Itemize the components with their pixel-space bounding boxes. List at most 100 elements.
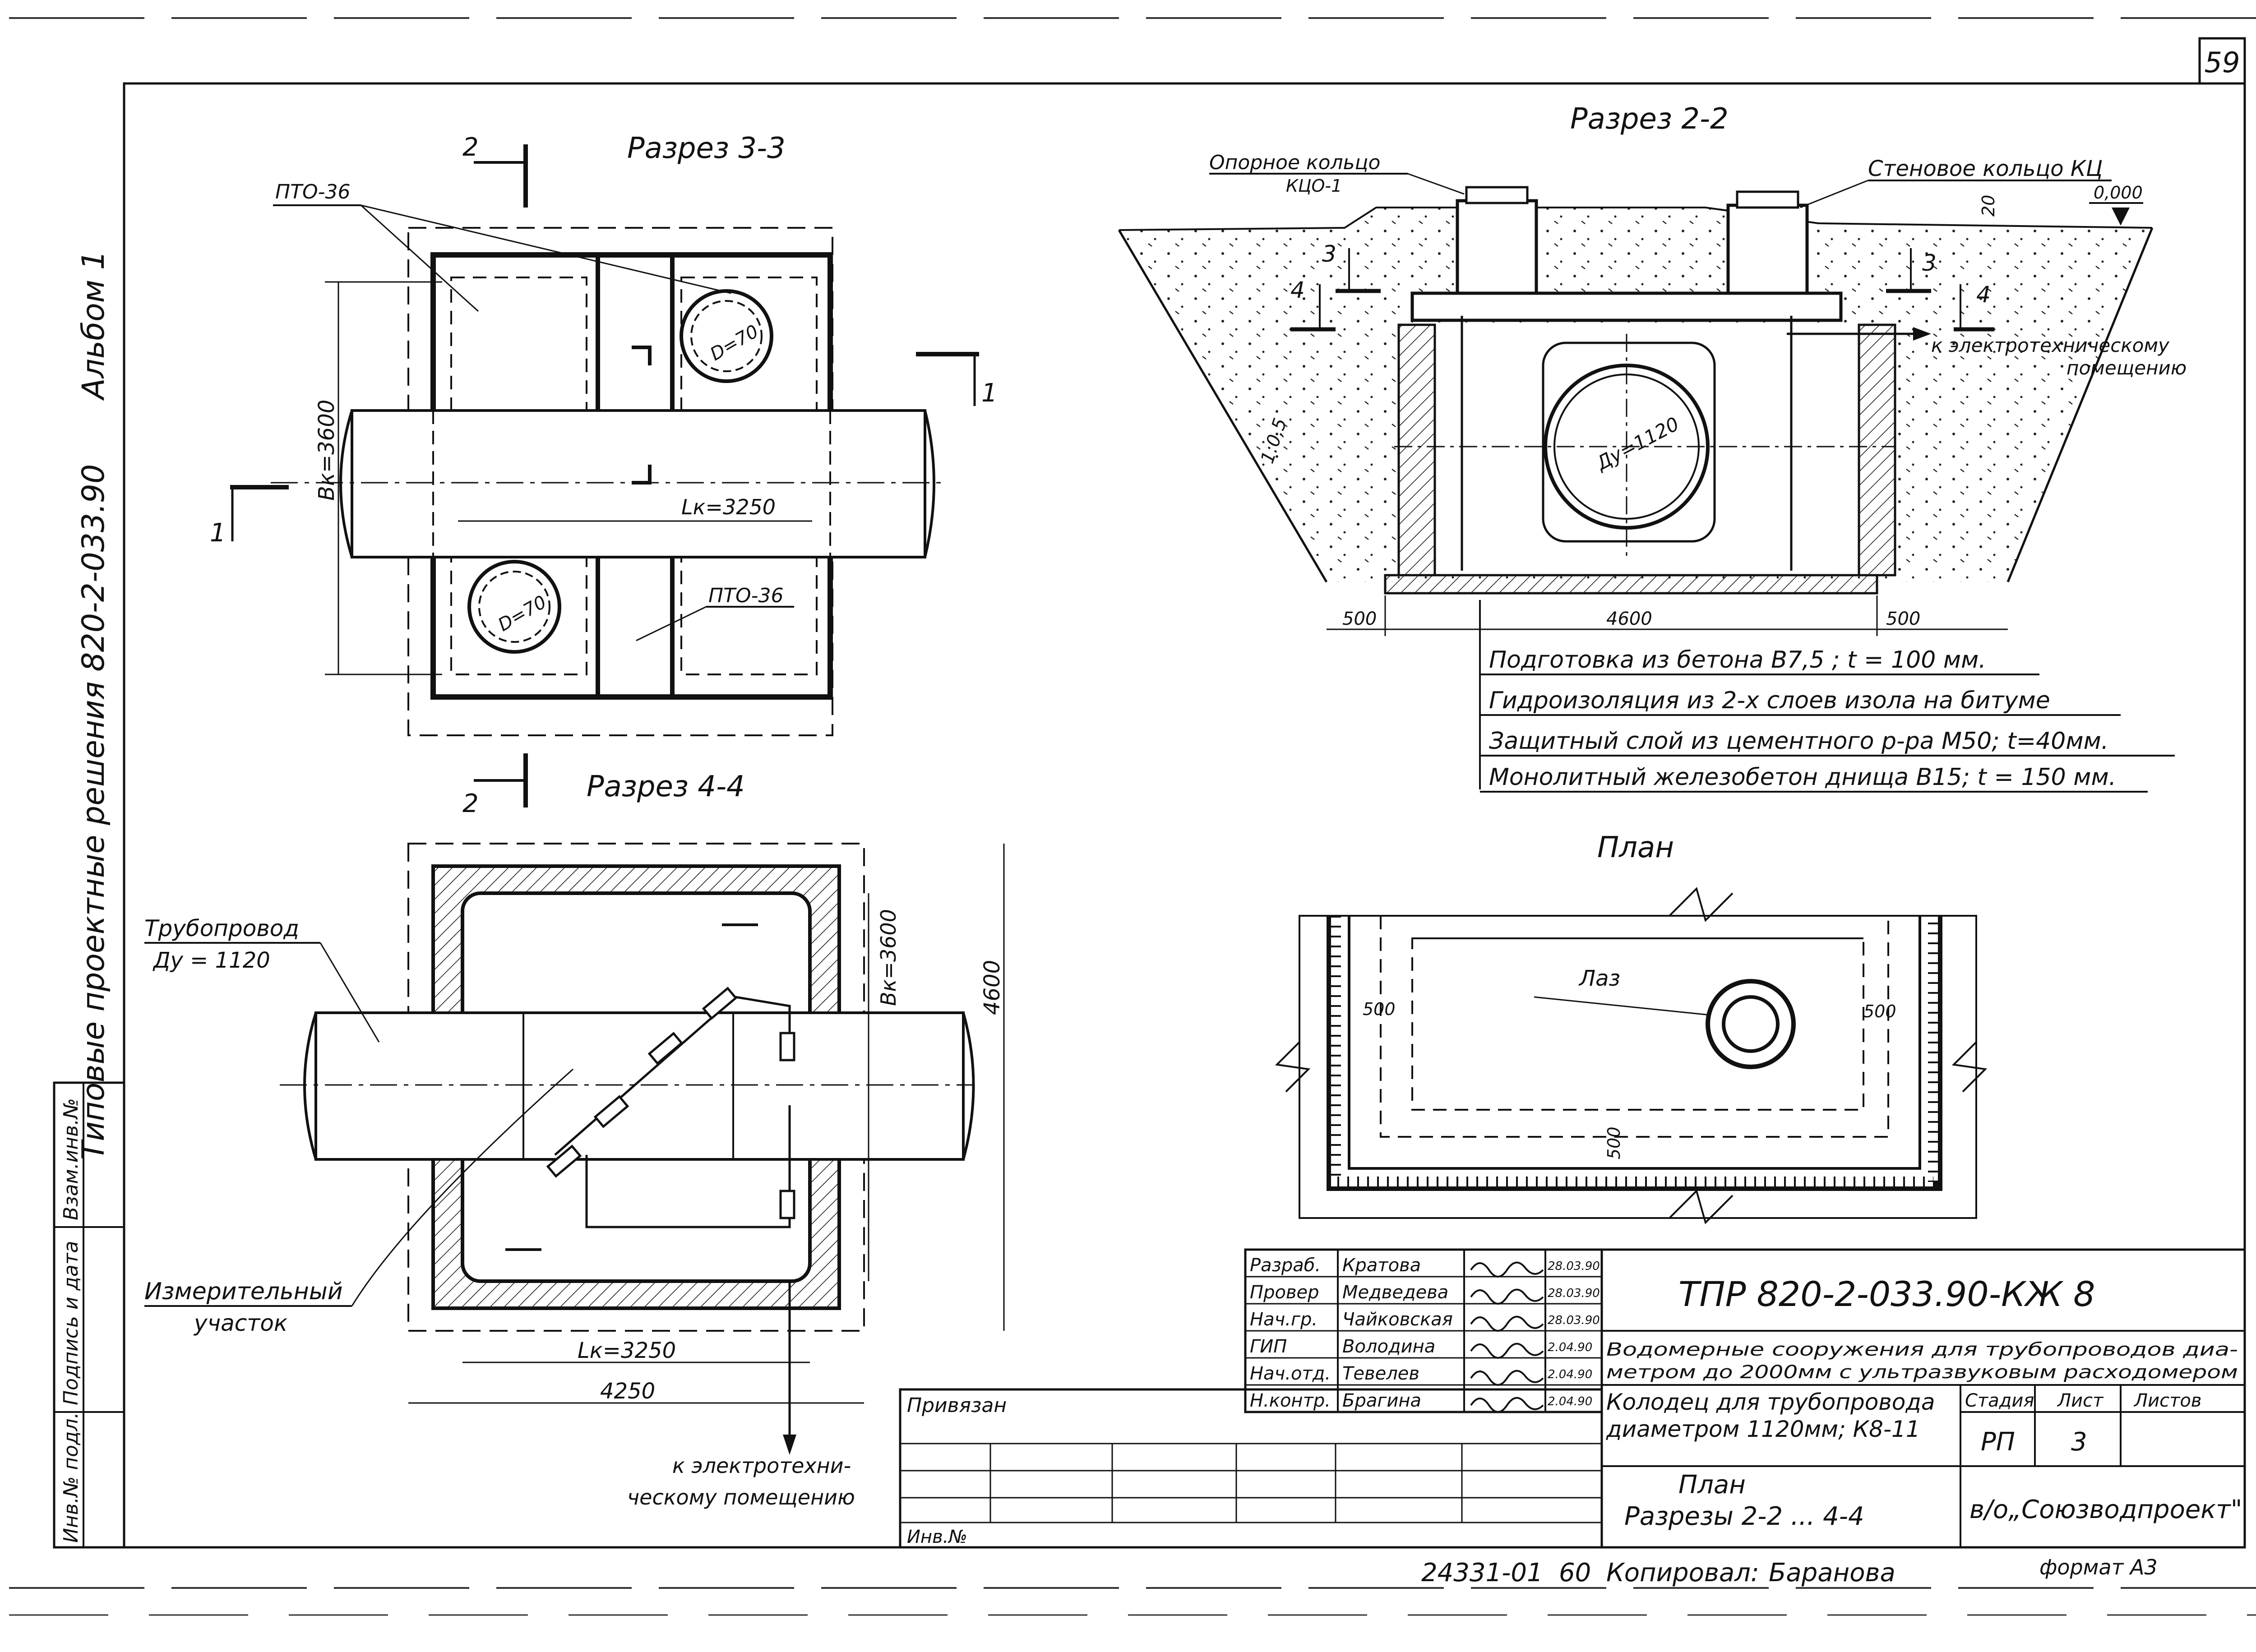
organization: в/о„Союзводпроект" (1969, 1495, 2242, 1524)
cut-4-right: 4 (1976, 281, 1991, 308)
plan-view: План Лаз 500 500 500 (1275, 831, 1988, 1224)
dim-4600: 4600 (1606, 609, 1652, 629)
to-electrical-room-line2: помещению (2066, 357, 2187, 379)
support-ring-code: КЦО-1 (1286, 176, 1342, 196)
cut-1-left: 1 (210, 518, 226, 548)
sheet-title-line1: Колодец для трубопровода (1606, 1389, 1935, 1415)
section-4-4-title: Разрез 4-4 (587, 770, 745, 803)
signature-3 (1470, 1343, 1544, 1359)
sheet-label: Лист (2057, 1390, 2104, 1411)
pipeline-label: Трубопровод (144, 915, 299, 941)
bound-label: Привязан (907, 1394, 1007, 1417)
note-4: Монолитный железобетон днища В15; t = 15… (1489, 764, 2116, 791)
stamp-sign: Подпись и дата (60, 1241, 83, 1405)
contents-line2: Разрезы 2-2 ... 4-4 (1624, 1502, 1864, 1531)
stage-value: РП (1981, 1427, 2015, 1457)
plan-dim-500-right: 500 (1863, 1001, 1896, 1021)
role-1: Провер (1250, 1282, 1319, 1303)
date-0: 28.03.90 (1548, 1260, 1600, 1273)
hatch-label: Лаз (1578, 966, 1620, 991)
project-title-line2: метром до 2000мм с ультразвуковым расход… (1606, 1362, 2238, 1383)
dim-500-left: 500 (1342, 609, 1377, 629)
wall-ring-label: Стеновое кольцо КЦ (1868, 156, 2103, 181)
plan-dim-500-left: 500 (1363, 999, 1396, 1019)
level-zero: 0,000 (2094, 183, 2143, 203)
signature-4 (1470, 1370, 1544, 1386)
name-0: Кратова (1342, 1255, 1421, 1276)
dim-4250: 4250 (600, 1379, 655, 1404)
sheets-label: Листов (2133, 1390, 2201, 1411)
signature-0 (1470, 1261, 1544, 1278)
page-number: 59 (2205, 46, 2240, 79)
label-pto-top: ПТО-36 (275, 180, 350, 203)
section-3-3-title: Разрез 3-3 (627, 132, 786, 165)
note-3: Защитный слой из цементного р-ра М50; t=… (1489, 728, 2108, 755)
inv-label: Инв.№ (907, 1527, 967, 1547)
cut-2-bottom: 2 (462, 789, 479, 818)
cut-4-left: 4 (1290, 277, 1305, 303)
name-5: Брагина (1342, 1390, 1421, 1411)
date-3: 2.04.90 (1548, 1341, 1592, 1354)
signature-1 (1470, 1288, 1544, 1305)
cut-2-top: 2 (462, 133, 479, 162)
dim-20: 20 (1979, 195, 1998, 217)
section-4-4: Разрез 4-4 к электротехни- ческому помещ… (144, 770, 1005, 1509)
to-room-4-4-line1: к электротехни- (672, 1454, 851, 1478)
section-3-3: Разрез 3-3 D=70 D=70 ПТО-36 ПТО-36 Bк=36 (210, 132, 998, 818)
cut-1-right: 1 (981, 378, 998, 408)
dim-bk-4-4: Bк=3600 (876, 909, 901, 1006)
sheet-title-line2: диаметром 1120мм; К8-11 (1606, 1416, 1920, 1442)
section-2-2: Разрез 2-2 Ду=1120 к электротехническому… (1118, 102, 2187, 793)
project-title-line1: Водомерные сооружения для трубопроводов … (1606, 1339, 2238, 1360)
date-1: 28.03.90 (1548, 1287, 1600, 1300)
contents-line1: План (1678, 1470, 1746, 1500)
signature-5 (1470, 1397, 1544, 1413)
date-5: 2.04.90 (1548, 1395, 1592, 1408)
sheet-value: 3 (2071, 1427, 2087, 1457)
stamp-inv: Инв.№ подл. (60, 1412, 83, 1543)
measuring-section-label2: участок (193, 1310, 287, 1336)
role-3: ГИП (1250, 1336, 1287, 1357)
role-0: Разраб. (1250, 1255, 1321, 1276)
stamp-column: Инв.№ подл. Подпись и дата Взам.инв.№ (53, 1081, 125, 1549)
name-4: Тевелев (1342, 1363, 1419, 1384)
section-2-2-title: Разрез 2-2 (1570, 102, 1729, 136)
stamp-repl: Взам.инв.№ (60, 1098, 83, 1220)
dim-4600-4-4: 4600 (980, 960, 1005, 1015)
role-5: Н.контр. (1250, 1390, 1331, 1411)
page-number-box (2198, 37, 2246, 85)
name-1: Медведева (1342, 1282, 1448, 1303)
role-4: Нач.отд. (1250, 1363, 1331, 1384)
to-electrical-room-line1: к электротехническому (1931, 334, 2170, 356)
pipeline-dn: Ду = 1120 (153, 948, 270, 973)
note-2: Гидроизоляция из 2-х слоев изола на биту… (1489, 687, 2050, 714)
name-3: Володина (1342, 1336, 1435, 1357)
measuring-section-label: Измерительный (144, 1278, 343, 1305)
dim-bk: Bк=3600 (314, 400, 339, 501)
cut-3-right: 3 (1922, 250, 1937, 276)
footer-number: 24331-01 (1421, 1558, 1543, 1587)
format-label: формат А3 (2039, 1555, 2158, 1579)
dim-lk: Lк=3250 (681, 495, 776, 519)
title-block: Разраб. Провер Нач.гр. ГИП Нач.отд. Н.ко… (899, 1248, 2246, 1549)
footer-page: 60 (1559, 1558, 1591, 1587)
copier-name: Баранова (1769, 1558, 1895, 1587)
to-room-4-4-line2: ческому помещению (627, 1485, 855, 1509)
signature-2 (1470, 1315, 1544, 1332)
plan-dim-500-bottom: 500 (1604, 1126, 1624, 1159)
date-4: 2.04.90 (1548, 1368, 1592, 1381)
cut-3-left: 3 (1322, 241, 1336, 267)
dim-lk-4-4: Lк=3250 (578, 1338, 676, 1363)
dim-500-right: 500 (1886, 609, 1920, 629)
series-label: Типовые проектные решения 820-2-033.90 (76, 464, 111, 1160)
date-2: 28.03.90 (1548, 1314, 1600, 1327)
name-2: Чайковская (1342, 1309, 1453, 1330)
role-2: Нач.гр. (1250, 1309, 1318, 1330)
note-1: Подготовка из бетона В7,5 ; t = 100 мм. (1489, 646, 1986, 674)
album-label: Альбом 1 (76, 250, 111, 401)
document-code: ТПР 820-2-033.90-КЖ 8 (1678, 1274, 2095, 1314)
label-pto-bottom: ПТО-36 (708, 584, 783, 607)
footer: 24331-01 60 Копировал: Баранова формат А… (1421, 1555, 2158, 1587)
plan-title: План (1597, 831, 1674, 864)
